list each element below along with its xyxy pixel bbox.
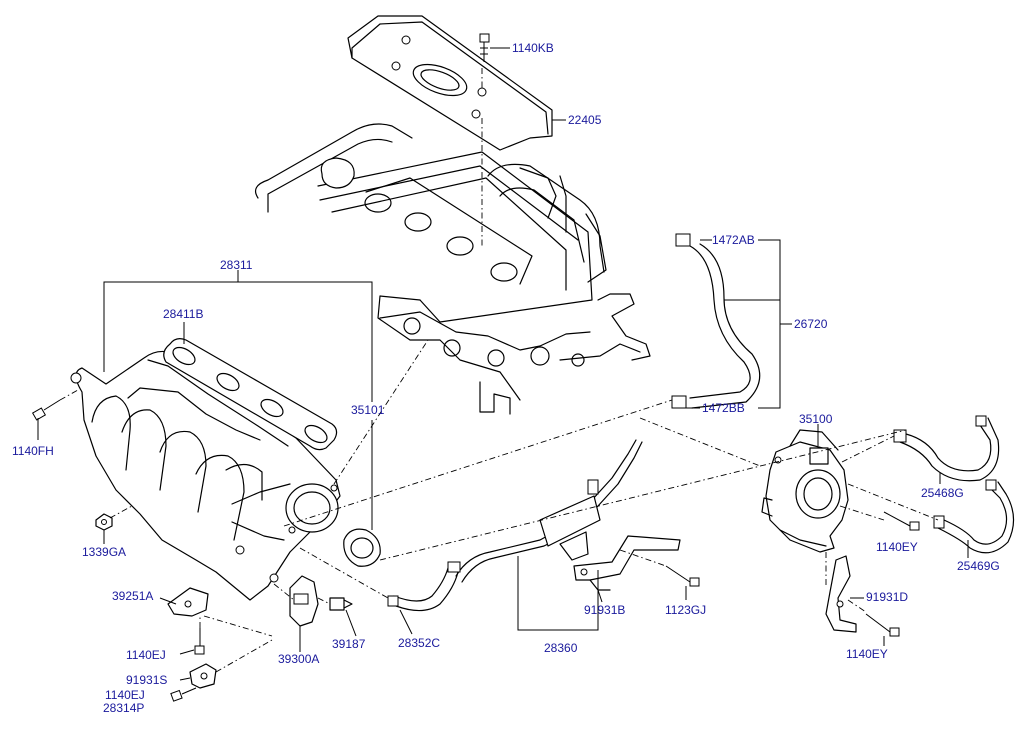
breather-hose-26720-drawing xyxy=(671,233,761,409)
label-1339GA[interactable]: 1339GA xyxy=(82,545,127,559)
hose-25469G-drawing xyxy=(933,479,1015,554)
bolt-1140FH-drawing xyxy=(31,399,61,421)
cylinder-head-drawing xyxy=(255,123,651,415)
hose-25468G-drawing xyxy=(893,415,1000,482)
label-91931D[interactable]: 91931D xyxy=(866,590,909,604)
label-1140EY-b[interactable]: 1140EY xyxy=(846,647,888,661)
label-25468G[interactable]: 25468G xyxy=(921,486,964,500)
temp-sensor-39187-drawing xyxy=(329,597,353,611)
bracket-91931S-drawing xyxy=(189,663,217,689)
leader-lines xyxy=(37,47,969,681)
label-1140EJ-a[interactable]: 1140EJ xyxy=(126,648,166,662)
label-28360[interactable]: 28360 xyxy=(544,641,578,655)
vacuum-pipe-28360-drawing xyxy=(455,439,643,583)
engine-cover-drawing xyxy=(347,15,553,246)
label-28352C[interactable]: 28352C xyxy=(398,636,441,650)
label-1472BB[interactable]: 1472BB xyxy=(702,401,745,415)
label-28314P[interactable]: 28314P xyxy=(103,701,145,715)
label-25469G[interactable]: 25469G xyxy=(957,559,1000,573)
hose-28352C-drawing xyxy=(387,561,461,612)
label-22405[interactable]: 22405 xyxy=(568,113,602,127)
bracket-91931D-drawing xyxy=(825,555,857,633)
label-1472AB[interactable]: 1472AB xyxy=(712,233,755,247)
bolt-1140KB-drawing xyxy=(479,33,490,62)
bolt-1123GJ-drawing xyxy=(665,565,700,587)
nut-1339GA-drawing xyxy=(95,513,113,531)
bolt-1140EY-a-drawing xyxy=(883,511,920,531)
throttle-gasket-drawing xyxy=(343,528,381,567)
bolt-1140EJ-a-drawing xyxy=(194,628,205,655)
label-35101[interactable]: 35101 xyxy=(351,403,385,417)
label-1140EY-a[interactable]: 1140EY xyxy=(876,540,918,554)
map-sensor-39300A-drawing xyxy=(289,575,319,627)
label-39251A[interactable]: 39251A xyxy=(112,589,154,603)
label-28311[interactable]: 28311 xyxy=(220,258,253,272)
label-1123GJ[interactable]: 1123GJ xyxy=(665,603,707,617)
bolt-1140EJ-b-drawing xyxy=(170,687,197,702)
bracket-39251A-drawing xyxy=(167,587,209,617)
label-26720[interactable]: 26720 xyxy=(794,317,828,331)
label-91931S[interactable]: 91931S xyxy=(126,673,168,687)
manifold-gasket-drawing xyxy=(163,338,338,451)
bolt-1140EY-b-drawing xyxy=(865,613,900,637)
label-39300A[interactable]: 39300A xyxy=(278,652,320,666)
label-1140KB[interactable]: 1140KB xyxy=(512,41,554,55)
label-1140FH[interactable]: 1140FH xyxy=(12,444,54,458)
label-91931B[interactable]: 91931B xyxy=(584,603,626,617)
bracket-91931B-drawing xyxy=(573,535,681,591)
assembly-center-lines xyxy=(59,339,939,673)
label-35100[interactable]: 35100 xyxy=(799,412,833,426)
intake-manifold-drawing xyxy=(70,350,341,601)
label-1140EJ-b[interactable]: 1140EJ xyxy=(105,688,145,702)
label-28411B[interactable]: 28411B xyxy=(163,307,204,321)
throttle-body-drawing xyxy=(761,429,849,553)
label-39187[interactable]: 39187 xyxy=(332,637,366,651)
